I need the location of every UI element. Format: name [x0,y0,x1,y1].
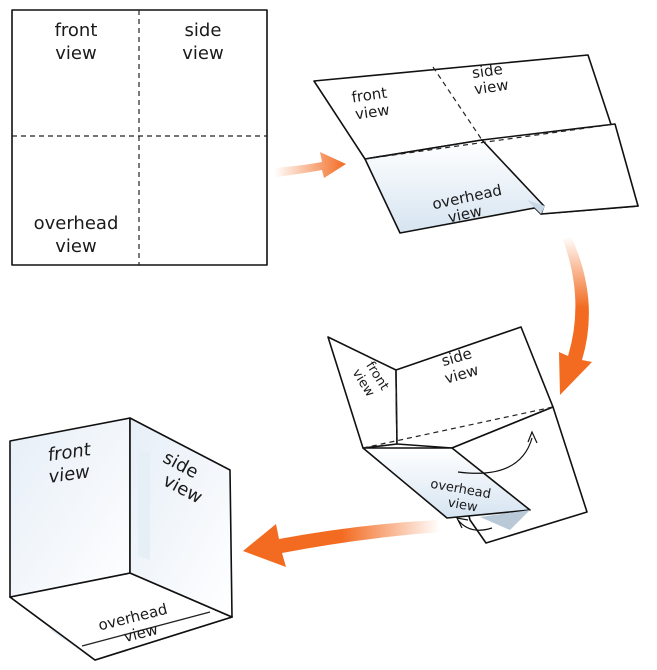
cut-front-label: front [350,84,388,107]
fold-arc-back [457,519,493,531]
arrow-step-3 [243,520,440,567]
folding-vertical-fold [395,369,398,445]
cut-side-view-label: view [473,76,510,99]
folding-overhead-view-label: view [447,496,479,516]
cut-side-label: side [471,60,504,82]
corner-side-wall-highlight [138,450,150,560]
folding-sheet: front view side view overhead view [327,326,588,544]
corner-side-wall [129,417,233,618]
arrow-step-1 [274,152,346,178]
assembled-corner: front view side view overhead view [9,417,233,661]
flat-overhead-view-label: view [55,236,96,257]
arrow-right-icon [274,152,346,178]
arrow-step-2 [559,236,592,395]
folding-shadow [480,510,530,530]
flat-side-label: side [185,20,222,41]
cut-sheet-horizontal-fold [364,123,616,160]
cut-front-view-label: view [354,101,391,124]
cut-sheet-shadow [527,200,545,214]
flat-sheet: front view side view overhead view [11,9,268,266]
flat-front-view-label: view [55,43,96,64]
fold-arc-up-arrowhead-icon [527,430,538,444]
flat-front-label: front [55,20,98,41]
flat-overhead-label: overhead [34,213,119,234]
cut-sheet-lower-right [481,123,639,215]
arrow-down-icon [559,236,592,395]
arrow-left-icon [243,520,440,567]
cut-sheet: front view side view overhead view [313,54,639,234]
fold-arc-up [457,437,533,474]
fold-arc-back-arrowhead-icon [455,517,469,529]
flat-side-view-label: view [182,43,223,64]
corner-floor-crease [81,611,211,647]
cut-sheet-vertical-fold [432,66,483,141]
